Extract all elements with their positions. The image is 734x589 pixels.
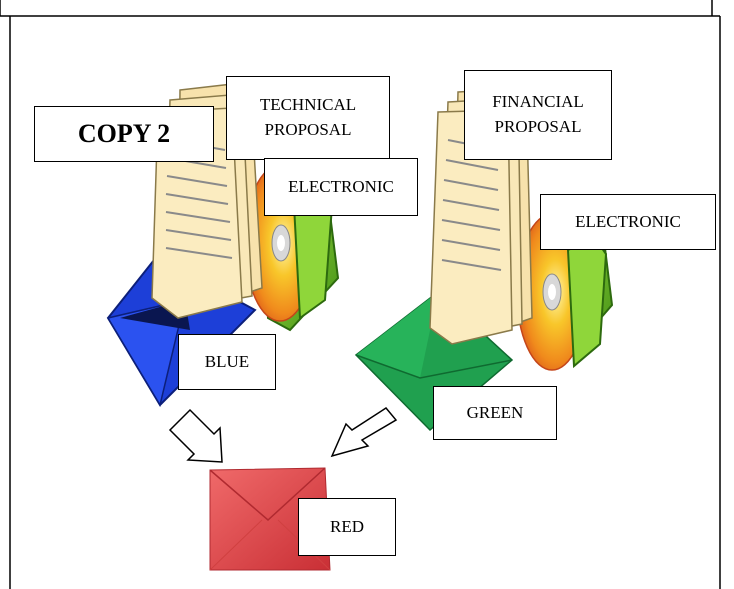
technical-proposal-line2: PROPOSAL (264, 120, 352, 139)
copy-text: COPY 2 (77, 119, 171, 149)
financial-proposal-line1: FINANCIAL (492, 92, 584, 112)
electronic-label-left: ELECTRONIC (264, 158, 418, 216)
technical-proposal-label: TECHNICAL PROPOSAL (226, 76, 390, 160)
blue-text: BLUE (204, 351, 250, 371)
technical-proposal-line1: TECHNICAL (259, 95, 357, 115)
financial-proposal-label: FINANCIAL PROPOSAL (464, 70, 612, 160)
copy-label: COPY 2 (34, 106, 214, 162)
arrow-icon-right (330, 407, 398, 458)
red-label: RED (298, 498, 396, 556)
arrow-icon-left (168, 408, 223, 463)
green-label: GREEN (433, 386, 557, 440)
electronic-right-text: ELECTRONIC (575, 211, 681, 231)
green-text: GREEN (466, 402, 524, 422)
electronic-label-right: ELECTRONIC (540, 194, 716, 250)
blue-label: BLUE (178, 334, 276, 390)
red-text: RED (330, 516, 364, 536)
financial-proposal-line2: PROPOSAL (494, 117, 582, 136)
electronic-left-text: ELECTRONIC (288, 176, 394, 196)
